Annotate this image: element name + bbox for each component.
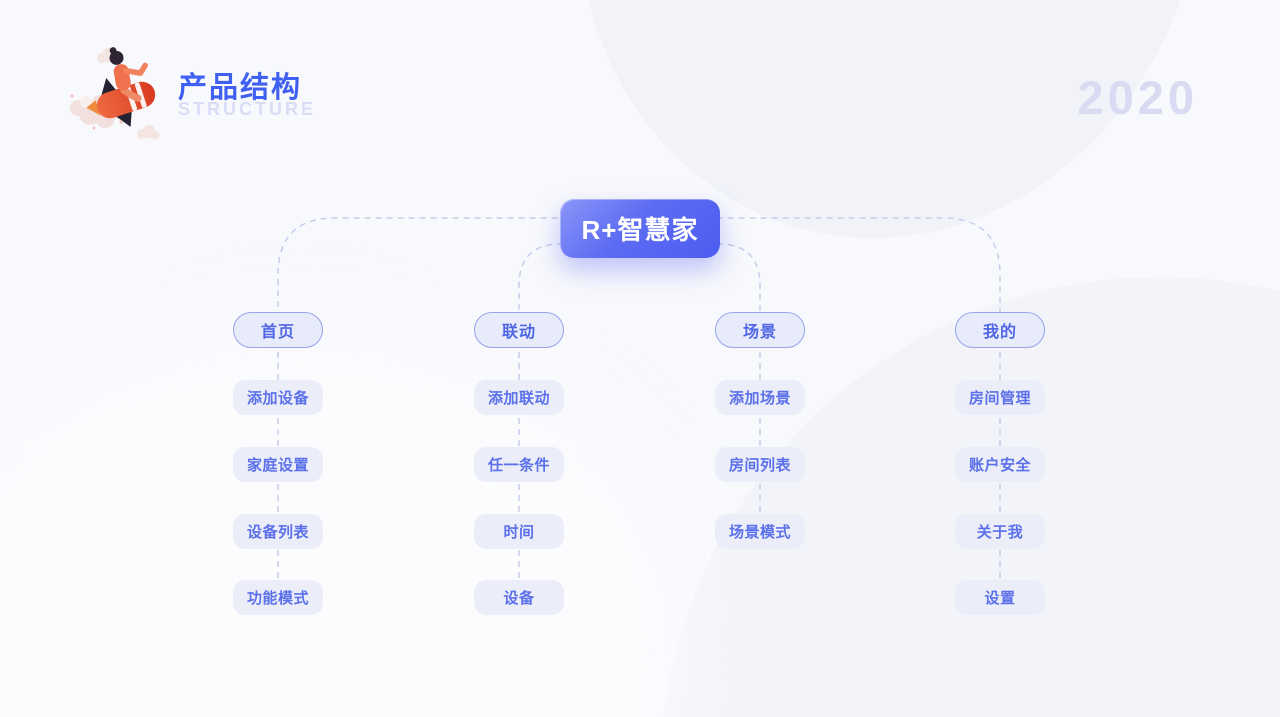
tree-item: 功能模式 bbox=[233, 580, 323, 615]
spark-dots bbox=[70, 94, 123, 130]
tree-item: 添加场景 bbox=[715, 380, 805, 415]
tree-item: 家庭设置 bbox=[233, 447, 323, 482]
branch-header-linkage: 联动 bbox=[474, 312, 564, 348]
tree-item: 房间管理 bbox=[955, 380, 1045, 415]
branch-header-mine: 我的 bbox=[955, 312, 1045, 348]
page-subtitle: STRUCTURE bbox=[178, 99, 316, 119]
branch-header-home: 首页 bbox=[233, 312, 323, 348]
tree-item: 账户安全 bbox=[955, 447, 1045, 482]
tree-item: 设备 bbox=[474, 580, 564, 615]
tree-item: 房间列表 bbox=[715, 447, 805, 482]
year-label: 2020 bbox=[1077, 71, 1198, 124]
page-title: 产品结构 bbox=[178, 72, 303, 104]
tree-item: 时间 bbox=[474, 514, 564, 549]
rider-icon bbox=[109, 47, 152, 102]
tree-item: 场景模式 bbox=[715, 514, 805, 549]
tree-item: 关于我 bbox=[955, 514, 1045, 549]
root-node: R+智慧家 bbox=[560, 199, 720, 258]
rocket-icon bbox=[86, 47, 156, 127]
rocket-rider-illustration bbox=[70, 47, 160, 140]
tree-item: 设置 bbox=[955, 580, 1045, 615]
tree-item: 任一条件 bbox=[474, 447, 564, 482]
tree-item: 设备列表 bbox=[233, 514, 323, 549]
cloud-icon bbox=[137, 125, 160, 140]
tree-item: 添加设备 bbox=[233, 380, 323, 415]
branch-header-scene: 场景 bbox=[715, 312, 805, 348]
tree-item: 添加联动 bbox=[474, 380, 564, 415]
